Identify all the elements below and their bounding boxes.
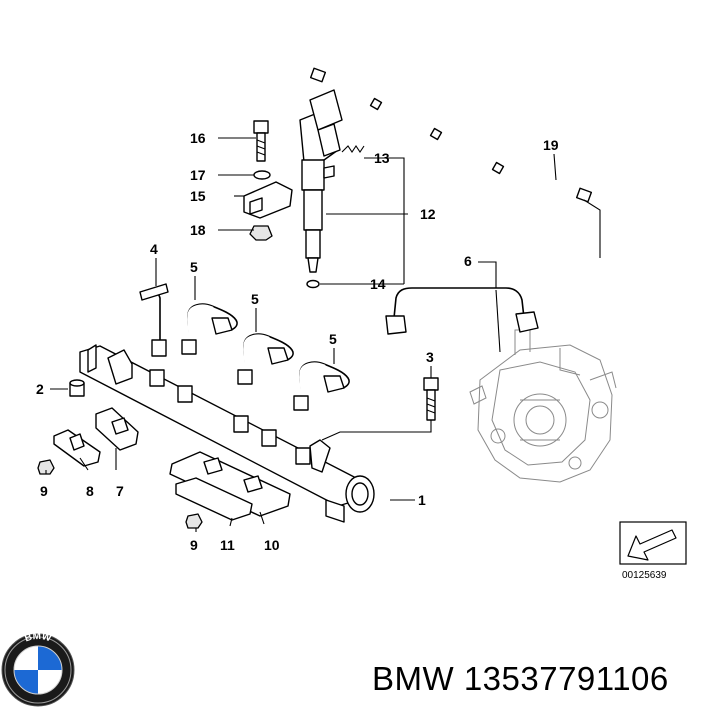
fuel-line-5-b xyxy=(237,333,294,385)
callout-18: 18 xyxy=(190,222,206,238)
holder-10-lug-a xyxy=(203,457,223,475)
callout-1: 1 xyxy=(418,492,426,508)
fuel-rail xyxy=(79,344,375,523)
direction-arrow-icon xyxy=(627,529,677,561)
holder-11 xyxy=(175,477,253,521)
fuel-line-6 xyxy=(385,287,539,335)
bolt-3 xyxy=(423,377,439,421)
cap-2-top xyxy=(69,379,85,387)
nut-9-left xyxy=(37,459,55,475)
clamp-15-lug xyxy=(249,197,263,215)
callout-12: 12 xyxy=(420,206,436,222)
reference-code: 00125639 xyxy=(622,570,667,581)
callout-10: 10 xyxy=(264,537,280,553)
callout-11: 11 xyxy=(220,537,235,553)
callout-4: 4 xyxy=(150,241,158,257)
callout-8: 8 xyxy=(86,483,94,499)
reference-box: 00125639 xyxy=(619,521,687,581)
part-number-caption: BMW 13537791106 xyxy=(372,660,669,697)
bracket-7-lug xyxy=(111,417,129,435)
callout-5b: 5 xyxy=(251,291,259,307)
holder-10 xyxy=(169,451,291,517)
callout-3: 3 xyxy=(426,349,434,365)
callout-17: 17 xyxy=(190,167,206,183)
bolt-16 xyxy=(253,120,269,162)
holder-8-lug xyxy=(69,433,85,451)
washer-17 xyxy=(253,170,271,180)
callout-13: 13 xyxy=(374,150,390,166)
leak-off-hose-19 xyxy=(309,67,593,203)
fuel-line-5-c xyxy=(293,361,350,411)
bmw-logo: BMW xyxy=(1,631,75,707)
callout-9a: 9 xyxy=(40,483,48,499)
callout-6: 6 xyxy=(464,253,472,269)
callout-5a: 5 xyxy=(190,259,198,275)
sleeve-18 xyxy=(249,225,273,241)
svg-text:BMW: BMW xyxy=(23,631,53,645)
callout-15: 15 xyxy=(190,188,206,204)
callout-labels: 1 2 3 4 5 5 5 5 6 7 8 9 9 10 11 12 13 14… xyxy=(36,130,559,553)
fuel-line-4 xyxy=(139,283,169,357)
leader-lines xyxy=(45,137,601,532)
callout-16: 16 xyxy=(190,130,206,146)
callout-7: 7 xyxy=(116,483,124,499)
high-pressure-pump xyxy=(469,329,617,483)
clip-13 xyxy=(341,145,365,153)
callout-9b: 9 xyxy=(190,537,198,553)
holder-10-lug-b xyxy=(243,475,263,493)
fuel-line-5-a xyxy=(181,303,238,355)
nut-9-bottom xyxy=(185,513,203,529)
callout-14: 14 xyxy=(370,276,386,292)
fuel-injector xyxy=(299,89,343,273)
callout-2: 2 xyxy=(36,381,44,397)
seal-ring-14 xyxy=(306,279,320,289)
callout-19: 19 xyxy=(543,137,559,153)
callout-5c: 5 xyxy=(329,331,337,347)
